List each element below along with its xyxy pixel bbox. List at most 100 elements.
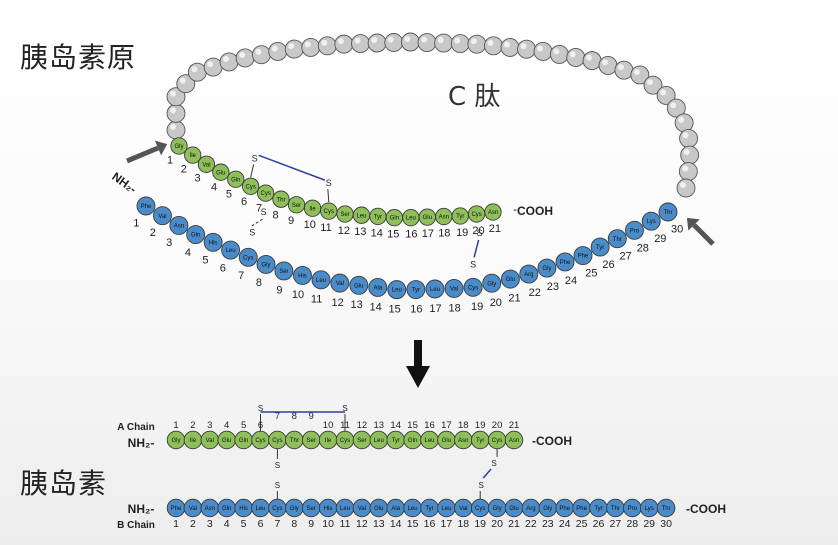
a-chain-number: 3 (194, 173, 200, 185)
insulin-b-number: 27 (610, 518, 622, 530)
insulin-a-number: 20 (492, 420, 503, 431)
a-chain-residue-label: Cys (324, 209, 334, 215)
insulin-b-residue-label: Phe (559, 506, 570, 512)
c-peptide-bead (517, 39, 537, 59)
sulfur-label: S (479, 481, 484, 490)
bond-stub (327, 189, 330, 203)
a-chain-number: 5 (226, 189, 232, 201)
insulin-b-number: 13 (373, 518, 385, 530)
b-chain-residue-ball (500, 269, 520, 289)
c-peptide-bead-ball (219, 52, 239, 72)
c-peptide-bead-highlight (223, 55, 230, 62)
insulin-a-residue-label: Asn (458, 438, 468, 444)
b-chain-residue-ball (293, 265, 312, 285)
a-chain-residue: Glu (212, 163, 230, 181)
c-peptide-bead-highlight (520, 43, 527, 50)
b-chain-residue-label: Gly (261, 262, 270, 268)
c-peptide-bead-ball (284, 39, 304, 59)
insulin-b-number: 14 (390, 518, 402, 530)
c-peptide-bead-highlight (660, 89, 667, 96)
insulin-b-residue: Gly (285, 498, 304, 518)
insulin-b-residue: Phe (572, 498, 591, 518)
c-peptide-bead-highlight (633, 68, 640, 75)
b-chain-residue-ball (406, 280, 426, 299)
b-chain-residue: Thr (658, 202, 678, 222)
c-peptide-bead-ball (384, 33, 404, 52)
insulin-b-chain: Phe1Val2Asn3Gln4His5Leu6Cys7Gly8Ser9His1… (117, 498, 726, 531)
cleavage-arrow-left-head (154, 140, 168, 156)
a-chain-residue-label: Gln (231, 177, 240, 183)
c-peptide-bead (219, 52, 239, 72)
insulin-b-residue: Leu (403, 498, 422, 518)
c-peptide-bead (643, 75, 663, 95)
b-chain-number: 29 (654, 233, 666, 245)
b-chain-number: 7 (238, 270, 244, 282)
insulin-a-residue-label: Asn (509, 438, 519, 444)
sulfur-label: S (261, 207, 267, 217)
b-chain-residue-label: Leu (430, 287, 440, 293)
insulin-b-residue-label: Pro (628, 506, 638, 512)
insulin-b-residue: Glu (369, 498, 389, 518)
a-chain-residue-label: Leu (356, 213, 366, 219)
c-peptide-bead-ball (400, 32, 420, 52)
insulin-b-nh2-label: NH₂- (128, 502, 155, 516)
c-peptide-bead (630, 65, 650, 85)
a-chain-residue: Asn (435, 207, 453, 226)
b-chain-residue: Gly (537, 258, 557, 278)
insulin-b-number: 15 (407, 518, 419, 530)
b-chain-residue-label: Phe (578, 254, 589, 260)
c-peptide-bead (367, 33, 387, 53)
b-chain-residue-ball (152, 206, 172, 226)
c-peptide-bead-highlight (503, 41, 510, 48)
b-chain-residue: Lys (641, 211, 661, 231)
insulin-b-residue-label: Leu (441, 506, 451, 512)
insulin-b-residue-label: Cys (475, 506, 485, 512)
b-chain-number: 23 (547, 281, 559, 293)
c-peptide-bead-highlight (683, 149, 690, 156)
insulin-b-residue-label: Phe (171, 506, 182, 512)
c-peptide-bead-ball (614, 60, 634, 80)
insulin-a-number: 8 (292, 411, 297, 422)
c-peptide-bead (674, 113, 694, 133)
c-peptide-bead-highlight (586, 54, 593, 61)
b-chain-residue-label: Val (336, 281, 344, 287)
c-peptide-bead (450, 34, 470, 53)
insulin-a-residue: Leu (420, 430, 439, 450)
b-chain-residue-ball (349, 275, 369, 295)
c-peptide-bead-highlight (421, 36, 428, 43)
insulin-a-residue-label: Ile (190, 438, 197, 444)
insulin-b-number: 26 (593, 518, 605, 530)
bond-stub (250, 164, 255, 178)
a-chain-label: A Chain (117, 422, 154, 433)
c-peptide-bead (176, 74, 196, 94)
insulin-b-residue-label: Gly (543, 506, 552, 512)
insulin-a-residue: Ile (183, 430, 203, 450)
a-chain-number: 10 (304, 219, 316, 231)
b-chain-residue-ball (555, 252, 575, 272)
insulin-a-number: 17 (441, 420, 452, 431)
insulin-b-residue: His (318, 498, 338, 518)
c-peptide-bead (334, 34, 354, 54)
insulin-b-residue: Phe (555, 498, 574, 518)
c-peptide-bead (301, 37, 321, 57)
insulin-b-residue-label: Glu (374, 506, 383, 512)
insulin-b-number: 30 (660, 518, 672, 530)
b-chain-residue-label: Leu (226, 248, 236, 254)
a-chain-number: 21 (489, 223, 501, 235)
insulin-a-residue-label: Thr (290, 438, 299, 444)
c-peptide-bead-ball (678, 162, 698, 181)
insulin-a-residue: Cys (251, 430, 270, 450)
b-chain-residue-ball (203, 232, 223, 252)
c-peptide-bead-highlight (337, 38, 344, 45)
b-chain-residue-ball (463, 277, 483, 297)
insulin-b-residue: Val (454, 498, 473, 518)
c-peptide-bead-ball (582, 51, 602, 71)
c-peptide-bead-highlight (553, 48, 560, 55)
insulin-b-residue: Glu (504, 498, 524, 518)
a-chain-number: 13 (354, 226, 366, 238)
insulin-b-residue: Pro (623, 498, 642, 518)
b-chain-residue: Leu (221, 240, 241, 260)
c-peptide-bead-highlight (288, 43, 295, 50)
insulin-a-number: 15 (407, 420, 418, 431)
